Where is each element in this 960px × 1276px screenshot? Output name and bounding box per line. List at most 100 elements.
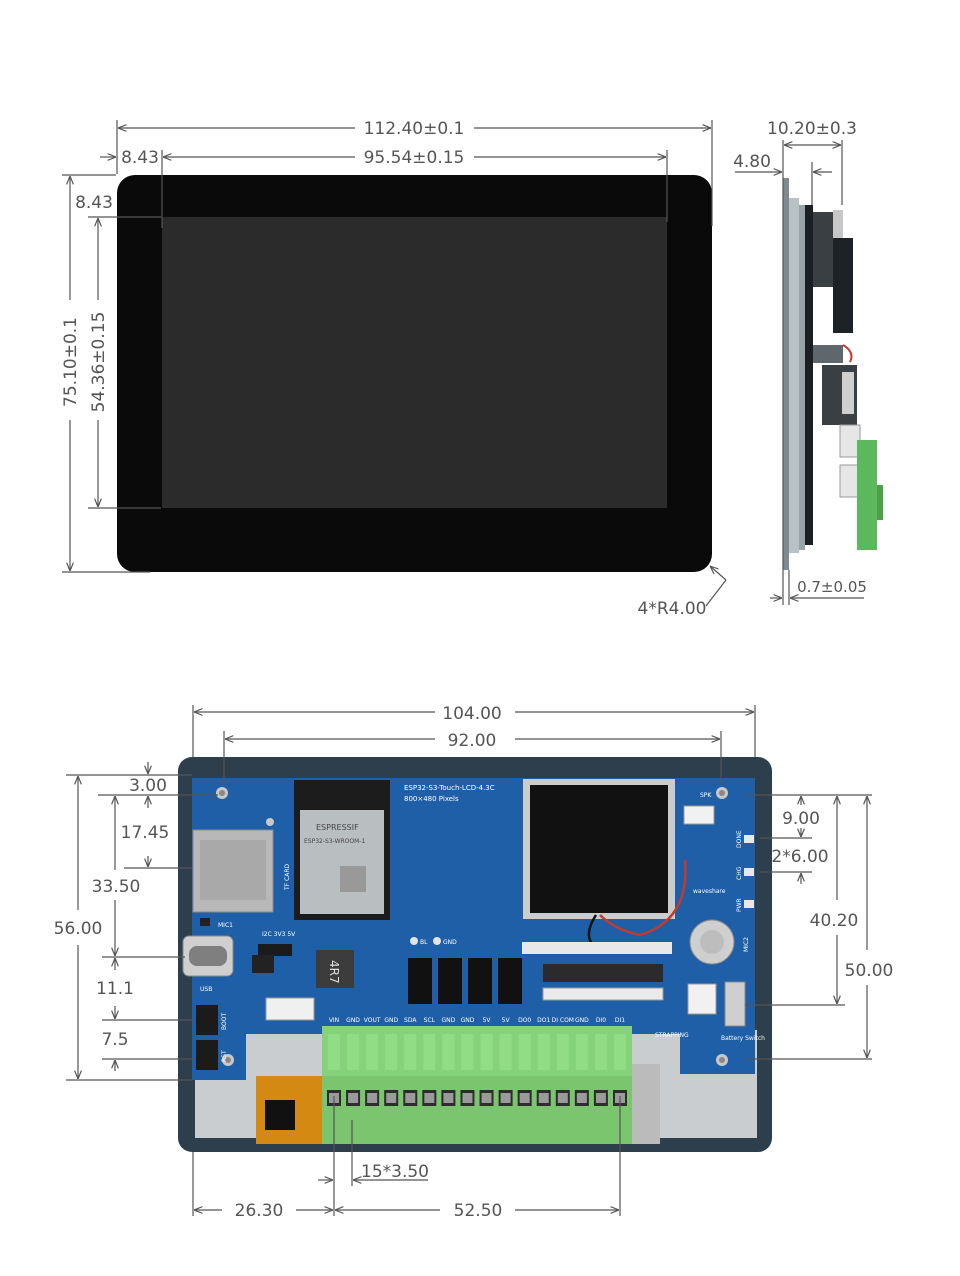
inductor-label: 4R7 xyxy=(327,960,341,984)
led-chg xyxy=(744,868,754,876)
label-strapping: STRAPPING xyxy=(655,1032,689,1039)
dim-led-pitch: 2*6.00 xyxy=(771,847,828,867)
pin-label: DO0 xyxy=(518,1017,531,1024)
pin-label: GND xyxy=(442,1017,456,1024)
pin-label: 5V xyxy=(502,1017,511,1024)
label-done: DONE xyxy=(736,830,743,848)
back-view: TF CARD MIC1 USB BOOT RST ESPRESSIF ESP3… xyxy=(54,704,894,1221)
terminal-screw xyxy=(422,1034,437,1106)
terminal-screw xyxy=(327,1034,341,1106)
terminal-screw xyxy=(517,1034,532,1106)
boot-button xyxy=(196,1005,218,1035)
debug-connector xyxy=(265,997,315,1021)
terminal-screw xyxy=(574,1034,589,1106)
terminal-screw xyxy=(365,1034,380,1106)
terminal-screw xyxy=(555,1034,570,1106)
side-glass xyxy=(783,178,789,570)
dim-usb-to-boot: 11.1 xyxy=(96,979,134,999)
dim-total-thickness: 10.20±0.3 xyxy=(767,119,857,139)
terminal-screw xyxy=(498,1034,513,1106)
pin-label: DI COM xyxy=(552,1017,574,1024)
side-terminal-block xyxy=(857,440,877,550)
terminal-screw xyxy=(536,1034,551,1106)
battery-switch xyxy=(724,981,746,1027)
active-display-area xyxy=(162,217,667,508)
led-pwr xyxy=(744,900,754,908)
product-name: ESP32-S3-Touch-LCD-4.3C xyxy=(404,784,495,792)
label-battery-switch: Battery Switch xyxy=(721,1035,765,1042)
battery-connector xyxy=(687,983,717,1015)
dim-active-width: 95.54±0.15 xyxy=(364,148,465,168)
relay-drivers xyxy=(408,958,522,1004)
dim-terminal-span: 52.50 xyxy=(454,1201,503,1221)
pin-label: VOUT xyxy=(364,1017,381,1024)
dim-outer-width: 104.00 xyxy=(442,704,501,724)
side-pcb xyxy=(805,205,813,545)
front-view: 112.40±0.1 8.43 95.54±0.15 8.43 75.10±0.… xyxy=(61,119,727,619)
speaker xyxy=(530,785,668,913)
dim-left-height: 56.00 xyxy=(54,919,103,939)
pin-label: GND xyxy=(346,1017,360,1024)
dim-overall-height: 75.10±0.1 xyxy=(61,317,81,407)
dim-boot-to-reset: 7.5 xyxy=(101,1030,128,1050)
terminal-screw xyxy=(346,1034,361,1106)
pin-label: DI0 xyxy=(596,1017,606,1024)
label-boot: BOOT xyxy=(221,1013,228,1030)
fpc-connector-1 xyxy=(543,964,663,982)
label-spk: SPK xyxy=(700,792,712,799)
label-tf-card: TF CARD xyxy=(284,864,291,891)
terminal-screw xyxy=(479,1034,494,1106)
module-name: ESP32-S3-WROOM-1 xyxy=(304,838,365,845)
pin-label: GND xyxy=(461,1017,475,1024)
label-mic2: MIC2 xyxy=(743,937,750,952)
dim-terminal-offset: 26.30 xyxy=(235,1201,284,1221)
dim-hole-offset-top: 3.00 xyxy=(129,776,167,796)
pin-label: GND xyxy=(384,1017,398,1024)
dim-panel-thickness: 4.80 xyxy=(733,152,771,172)
pin-label: 5V xyxy=(483,1017,492,1024)
dim-speaker-offset: 9.00 xyxy=(782,809,820,829)
side-panel xyxy=(789,198,799,553)
label-chg: CHG xyxy=(736,866,743,880)
pin-label: SDA xyxy=(404,1017,417,1024)
pin-label: SCL xyxy=(424,1017,436,1024)
i2c-header xyxy=(258,944,292,956)
fpc-connector-2 xyxy=(542,987,664,1001)
label-gnd: GND xyxy=(443,939,457,946)
label-rst: RST xyxy=(221,1050,228,1062)
pin-label: GND xyxy=(575,1017,589,1024)
label-mic1: MIC1 xyxy=(218,922,233,929)
speaker-connector xyxy=(683,805,715,825)
terminal-screw xyxy=(613,1034,627,1106)
label-bl: BL xyxy=(420,939,428,946)
module-shield xyxy=(300,810,384,914)
dim-hole-spacing-x: 92.00 xyxy=(448,731,497,751)
pin-label: VIN xyxy=(329,1017,339,1024)
inductor xyxy=(316,950,354,988)
dim-right-height: 50.00 xyxy=(845,961,894,981)
pin-label: DO1 xyxy=(537,1017,550,1024)
module-brand: ESPRESSIF xyxy=(316,823,359,832)
dim-glass-step: 0.7±0.05 xyxy=(797,578,867,596)
dim-terminal-pitch: 15*3.50 xyxy=(361,1162,429,1182)
dim-active-height: 54.36±0.15 xyxy=(89,312,109,413)
dim-usb-offset: 33.50 xyxy=(92,877,141,897)
terminal-screw xyxy=(441,1034,456,1106)
terminal-screw xyxy=(460,1034,475,1106)
side-view: 10.20±0.3 4.80 0.7±0.05 xyxy=(733,119,883,605)
pin-label: DI1 xyxy=(615,1017,625,1024)
led-done xyxy=(744,835,754,843)
label-pwr: PWR xyxy=(736,898,743,912)
brand-logo: waveshare xyxy=(693,888,726,895)
dim-right-hole-span: 40.20 xyxy=(810,911,859,931)
label-usb: USB xyxy=(200,986,212,993)
terminal-screw xyxy=(593,1034,608,1106)
reset-button xyxy=(196,1040,218,1070)
dim-tf-card-offset: 17.45 xyxy=(121,823,170,843)
terminal-screw xyxy=(384,1034,399,1106)
product-resolution: 800×480 Pixels xyxy=(404,795,459,803)
dim-border-offset-x: 8.43 xyxy=(121,148,159,168)
terminal-screws xyxy=(327,1034,627,1106)
